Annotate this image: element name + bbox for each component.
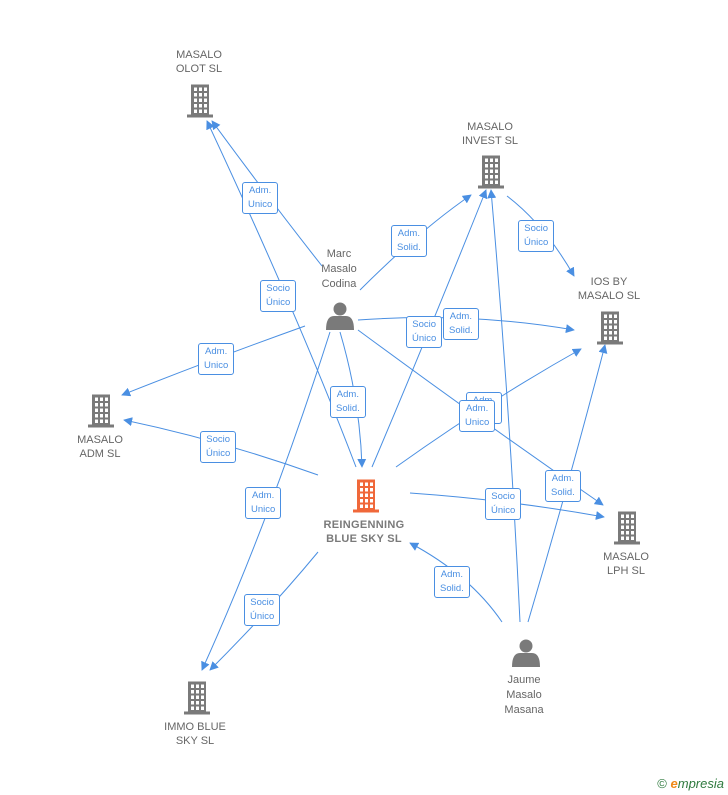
building-icon-immo-blue bbox=[184, 681, 210, 715]
person-icon-marc bbox=[326, 302, 354, 330]
edge-label-adm-unico: Adm.Unico bbox=[459, 400, 496, 432]
edge-label-adm-solid: Adm.Solid. bbox=[391, 225, 427, 257]
building-icon-reingenning bbox=[353, 479, 379, 513]
edge-label-adm-solid: Adm.Solid. bbox=[545, 470, 581, 502]
building-icon-masalo-olot bbox=[187, 84, 213, 118]
edge-label-adm-unico: Adm.Unico bbox=[245, 487, 282, 519]
edge-label-adm-unico: Adm.Unico bbox=[242, 182, 279, 214]
edge-label-adm-unico: Adm.Unico bbox=[198, 343, 235, 375]
edge-jaume-invest bbox=[487, 189, 521, 623]
building-icon-masalo-adm bbox=[88, 394, 114, 428]
edge-label-adm-solid: Adm.Solid. bbox=[443, 308, 479, 340]
building-icon-masalo-lph bbox=[614, 511, 640, 545]
person-icon-jaume bbox=[512, 639, 540, 667]
building-icon-masalo-invest bbox=[478, 155, 504, 189]
watermark: © empresia bbox=[657, 776, 724, 791]
edge-label-adm-solid: Adm.Solid. bbox=[330, 386, 366, 418]
building-icon-ios-by bbox=[597, 311, 623, 345]
edge-label-adm-solid: Adm.Solid. bbox=[434, 566, 470, 598]
